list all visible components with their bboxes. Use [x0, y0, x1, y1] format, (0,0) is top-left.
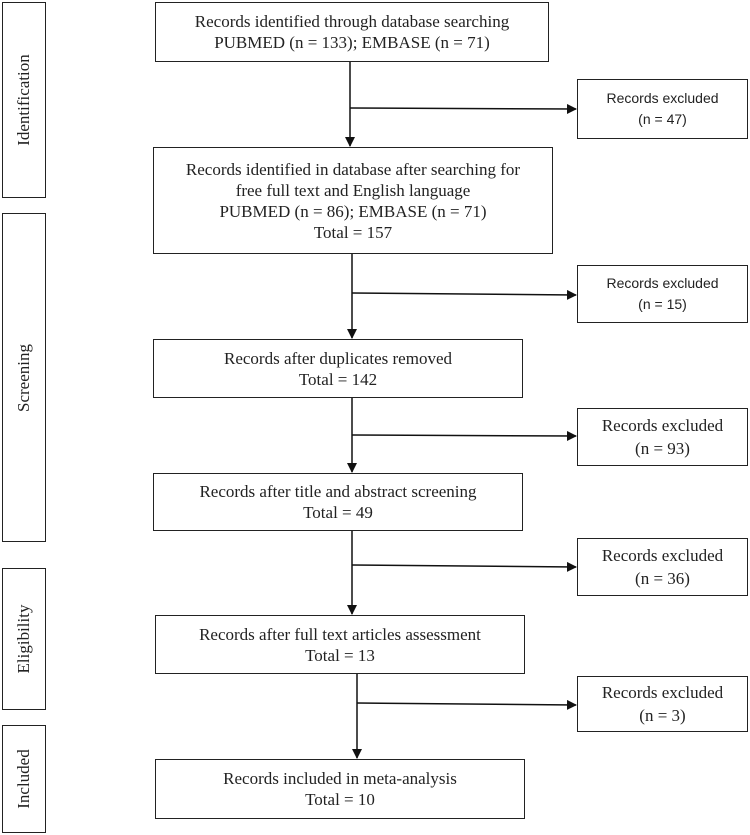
- excluded-5-count: (n = 3): [639, 706, 686, 725]
- arrow-exclude-2: [351, 289, 577, 300]
- phase-screening: Screening: [2, 213, 46, 542]
- excluded-4-count: (n = 36): [635, 569, 690, 588]
- box-excluded-4: Records excluded (n = 36): [577, 538, 748, 596]
- box-records-filtered-line3: PUBMED (n = 86); EMBASE (n = 71): [219, 201, 487, 221]
- box-title-abstract-screening: Records after title and abstract screeni…: [153, 473, 523, 531]
- arrow-exclude-3: [351, 430, 577, 441]
- phase-included: Included: [2, 725, 46, 833]
- box-records-identified-line1: Records identified through database sear…: [194, 12, 510, 31]
- excluded-5-label: Records excluded: [601, 683, 724, 702]
- box-title-abstract-screening-line2: Total = 49: [303, 503, 373, 522]
- box-full-text-assessment: Records after full text articles assessm…: [155, 615, 525, 674]
- box-records-filtered-line1: Records identified in database after sea…: [185, 159, 521, 179]
- box-full-text-assessment-line2: Total = 13: [305, 645, 375, 665]
- excluded-3-label: Records excluded: [601, 416, 724, 435]
- arrow-exclude-1: [349, 103, 577, 114]
- box-records-filtered: Records identified in database after sea…: [153, 147, 553, 254]
- phase-identification: Identification: [2, 2, 46, 198]
- excluded-3-count: (n = 93): [635, 439, 690, 458]
- excluded-4-label: Records excluded: [601, 546, 724, 565]
- box-duplicates-removed: Records after duplicates removed Total =…: [153, 339, 523, 398]
- arrow-exclude-4: [351, 561, 577, 572]
- box-duplicates-removed-line2: Total = 142: [298, 369, 378, 389]
- box-included-meta-analysis-line1: Records included in meta-analysis: [223, 769, 457, 788]
- box-records-identified-line2: PUBMED (n = 133); EMBASE (n = 71): [214, 33, 490, 52]
- excluded-1-count: (n = 47): [638, 111, 687, 127]
- box-records-filtered-line4: Total = 157: [313, 222, 393, 242]
- box-full-text-assessment-line1: Records after full text articles assessm…: [199, 624, 481, 644]
- phase-eligibility: Eligibility: [2, 568, 46, 710]
- arrow-exclude-5: [356, 699, 577, 710]
- excluded-1-label: Records excluded: [606, 90, 719, 106]
- box-duplicates-removed-line1: Records after duplicates removed: [224, 348, 452, 368]
- box-excluded-1: Records excluded (n = 47): [577, 79, 748, 139]
- box-included-meta-analysis: Records included in meta-analysis Total …: [155, 759, 525, 819]
- excluded-2-label: Records excluded: [606, 275, 719, 291]
- box-title-abstract-screening-line1: Records after title and abstract screeni…: [199, 482, 477, 501]
- box-records-filtered-line2: free full text and English language: [235, 180, 471, 200]
- excluded-2-count: (n = 15): [638, 296, 687, 312]
- box-records-identified: Records identified through database sear…: [155, 2, 549, 62]
- box-excluded-3: Records excluded (n = 93): [577, 408, 748, 466]
- box-excluded-2: Records excluded (n = 15): [577, 265, 748, 323]
- box-excluded-5: Records excluded (n = 3): [577, 676, 748, 732]
- box-included-meta-analysis-line2: Total = 10: [305, 790, 375, 809]
